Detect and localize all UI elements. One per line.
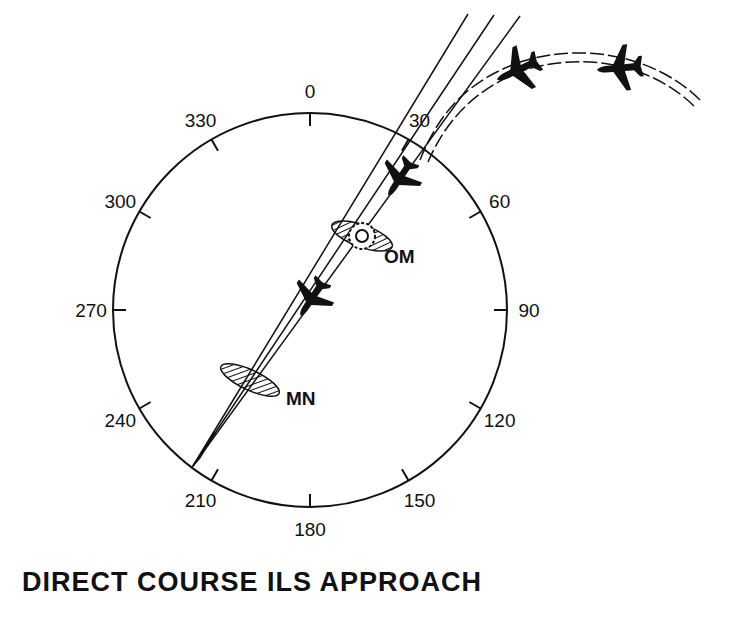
heading-number: 270	[75, 301, 107, 320]
compass-tick	[113, 309, 126, 311]
aircraft	[595, 43, 645, 93]
heading-number: 240	[104, 410, 136, 429]
compass-tick	[139, 402, 150, 409]
compass-tick	[139, 212, 150, 219]
compass-ticks	[113, 113, 507, 507]
localizer-beam	[193, 14, 520, 466]
runway	[190, 432, 216, 470]
heading-number: 180	[294, 520, 326, 539]
compass-tick	[309, 494, 311, 507]
heading-number: 300	[104, 191, 136, 210]
marker-label: OM	[384, 247, 415, 266]
compass-tick	[469, 212, 480, 219]
compass-rose	[113, 113, 507, 507]
compass-tick	[402, 469, 409, 480]
diagram-title: DIRECT COURSE ILS APPROACH	[22, 567, 482, 598]
heading-number: 30	[409, 111, 430, 130]
marker-label: MN	[286, 389, 316, 408]
middle-marker	[217, 357, 283, 402]
heading-number: 210	[185, 490, 217, 509]
heading-number: 330	[185, 111, 217, 130]
aircraft	[487, 39, 548, 100]
heading-number: 0	[305, 82, 316, 101]
heading-number: 150	[404, 490, 436, 509]
compass-tick	[212, 139, 219, 150]
heading-number: 90	[518, 301, 539, 320]
heading-number: 60	[489, 191, 510, 210]
compass-tick	[309, 113, 311, 126]
heading-number: 120	[484, 410, 516, 429]
aircraft	[371, 149, 429, 207]
compass-tick	[469, 402, 480, 409]
compass-tick	[494, 309, 507, 311]
aircraft	[283, 269, 341, 327]
flight-path	[420, 53, 700, 162]
compass-tick	[212, 469, 219, 480]
